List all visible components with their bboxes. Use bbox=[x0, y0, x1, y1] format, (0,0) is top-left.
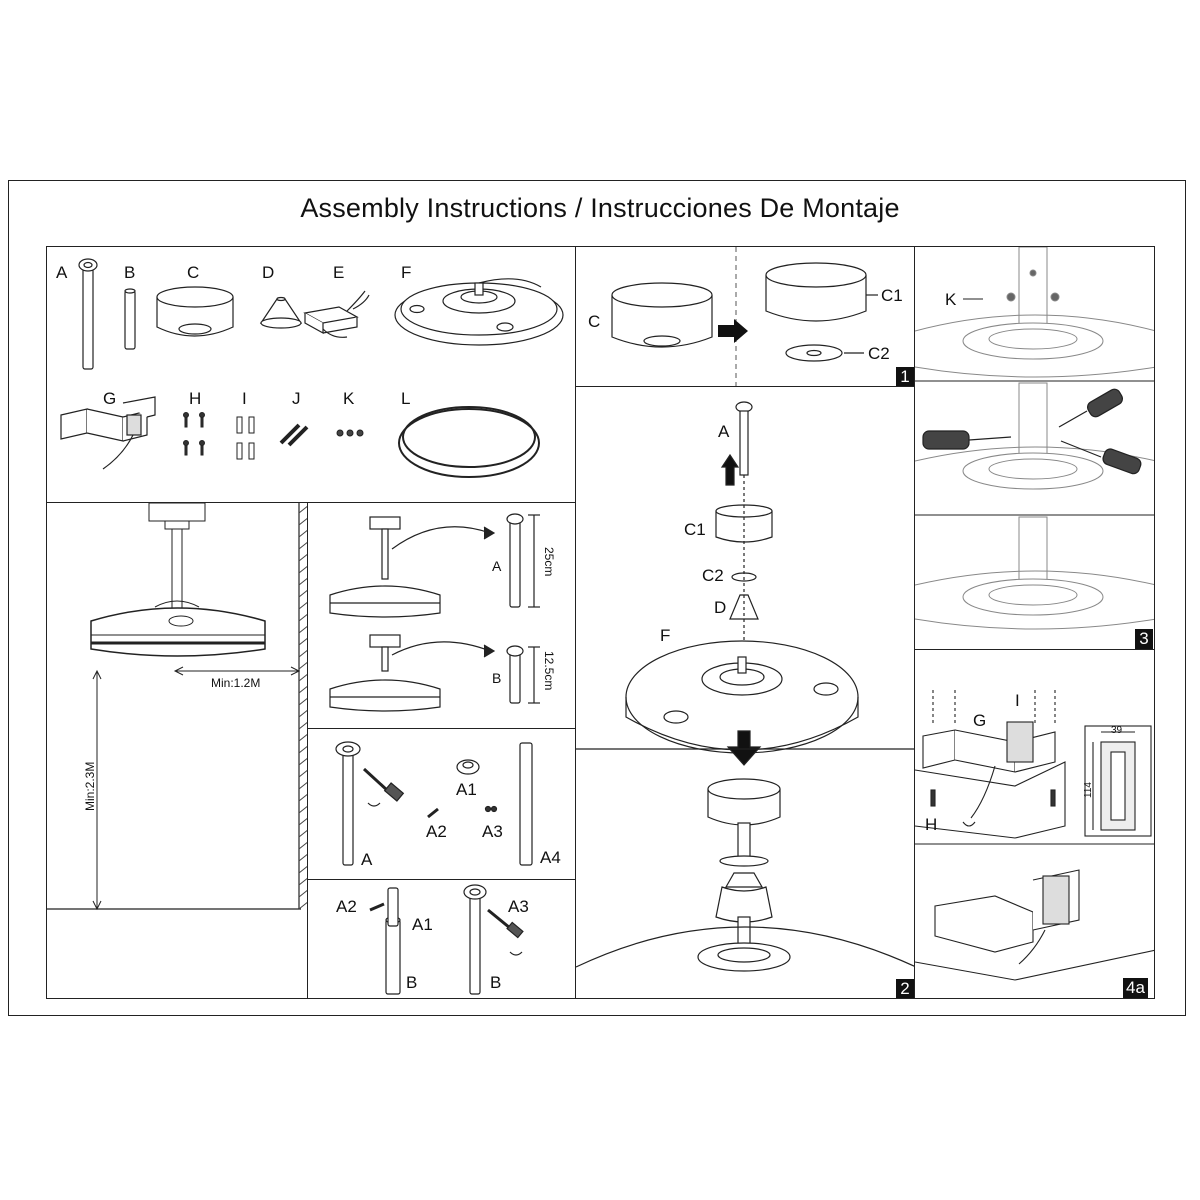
rod-part-a: A bbox=[361, 850, 373, 869]
step-2-part-c2: C2 bbox=[702, 566, 724, 585]
part-label-d: D bbox=[262, 263, 275, 282]
mounting-bracket-g-illustration bbox=[60, 396, 156, 470]
step-3-number: 3 bbox=[1135, 629, 1153, 649]
part-label-f: F bbox=[401, 263, 412, 282]
step-2-part-c1: C1 bbox=[684, 520, 706, 539]
rod-disassembly-diagram bbox=[335, 741, 533, 866]
step-4a-width: 39 bbox=[1111, 725, 1123, 736]
step-2-part-f: F bbox=[660, 626, 671, 645]
bolts-j-illustration bbox=[279, 423, 309, 447]
step-2-diagram bbox=[576, 401, 914, 972]
fan-body-f-illustration bbox=[394, 278, 564, 346]
step-4a-part-h: H bbox=[925, 815, 938, 834]
part-label-b: B bbox=[124, 263, 136, 282]
receiver-e-illustration bbox=[303, 290, 370, 338]
step-2-part-d: D bbox=[714, 598, 727, 617]
part-label-a: A bbox=[56, 263, 68, 282]
long-rod-label: A bbox=[492, 558, 502, 574]
step-3-diagram bbox=[915, 247, 1154, 630]
wall-anchors-i-illustration bbox=[236, 416, 255, 460]
rod-assembly-a2: A2 bbox=[336, 897, 357, 916]
parts-illustrations bbox=[60, 258, 564, 478]
step-4a-height: 114 bbox=[1083, 782, 1094, 798]
step-4a-part-i: I bbox=[1015, 691, 1020, 710]
cover-d-illustration bbox=[259, 296, 303, 329]
step-1-part-c2: C2 bbox=[868, 344, 890, 363]
installation-height-diagram bbox=[47, 503, 307, 911]
rod-assembly-a3: A3 bbox=[508, 897, 529, 916]
step-4a-part-g: G bbox=[973, 711, 987, 730]
step-1-number: 1 bbox=[896, 367, 914, 386]
screws-h-illustration bbox=[183, 412, 205, 456]
step-2-part-a: A bbox=[718, 422, 730, 441]
step-2-panel: A C1 C2 D F 2 bbox=[575, 386, 915, 999]
screws-k-illustration bbox=[336, 429, 364, 437]
step-3-panel: K 3 bbox=[914, 246, 1155, 650]
rod-part-a1: A1 bbox=[456, 780, 477, 799]
short-rod-length: 12.5cm bbox=[542, 651, 556, 691]
parts-panel: A B C D E F G H I J K L bbox=[46, 246, 576, 503]
rod-assembly-a1: A1 bbox=[412, 915, 433, 934]
part-label-g: G bbox=[103, 389, 117, 408]
part-label-h: H bbox=[189, 389, 202, 408]
installation-height-panel: Min:1.2M Min:2.3M bbox=[46, 502, 308, 999]
min-width-label: Min:1.2M bbox=[211, 676, 261, 690]
rod-selection-panel: A 25cm B 12.5cm bbox=[307, 502, 576, 729]
step-1-diagram bbox=[611, 247, 878, 386]
rod-assembly-diagram bbox=[369, 884, 524, 995]
part-label-l: L bbox=[401, 389, 411, 408]
min-height-label: Min:2.3M bbox=[83, 761, 97, 811]
long-rod-length: 25cm bbox=[542, 547, 556, 577]
rod-part-a2: A2 bbox=[426, 822, 447, 841]
step-1-part-c1: C1 bbox=[881, 286, 903, 305]
rod-part-a4: A4 bbox=[540, 848, 561, 867]
step-4a-diagram bbox=[915, 690, 1154, 981]
rod-assembly-b-left: B bbox=[406, 973, 418, 992]
part-label-k: K bbox=[343, 389, 355, 408]
part-label-c: C bbox=[187, 263, 200, 282]
rod-disassembly-panel: A A1 A2 A3 A4 bbox=[307, 728, 576, 880]
downrod-a-illustration bbox=[78, 258, 98, 370]
rod-assembly-panel: A2 A1 B A3 B bbox=[307, 879, 576, 999]
light-ring-l-illustration bbox=[398, 406, 540, 478]
step-2-number: 2 bbox=[896, 979, 914, 998]
step-4a-number: 4a bbox=[1123, 978, 1148, 998]
page-title: Assembly Instructions / Instrucciones De… bbox=[300, 193, 900, 223]
downrod-b-illustration bbox=[124, 288, 136, 350]
step-3-part-k: K bbox=[945, 290, 957, 309]
step-4a-panel: G H I 39 114 4a bbox=[914, 649, 1155, 999]
rod-selection-diagram bbox=[329, 513, 540, 712]
step-1-part-c: C bbox=[588, 312, 601, 331]
short-rod-label: B bbox=[492, 670, 502, 686]
canopy-c-illustration bbox=[156, 286, 234, 337]
part-label-e: E bbox=[333, 263, 345, 282]
part-label-i: I bbox=[242, 389, 247, 408]
rod-part-a3: A3 bbox=[482, 822, 503, 841]
part-label-j: J bbox=[292, 389, 301, 408]
rod-assembly-b-right: B bbox=[490, 973, 502, 992]
step-1-panel: C C1 C2 1 bbox=[575, 246, 915, 387]
